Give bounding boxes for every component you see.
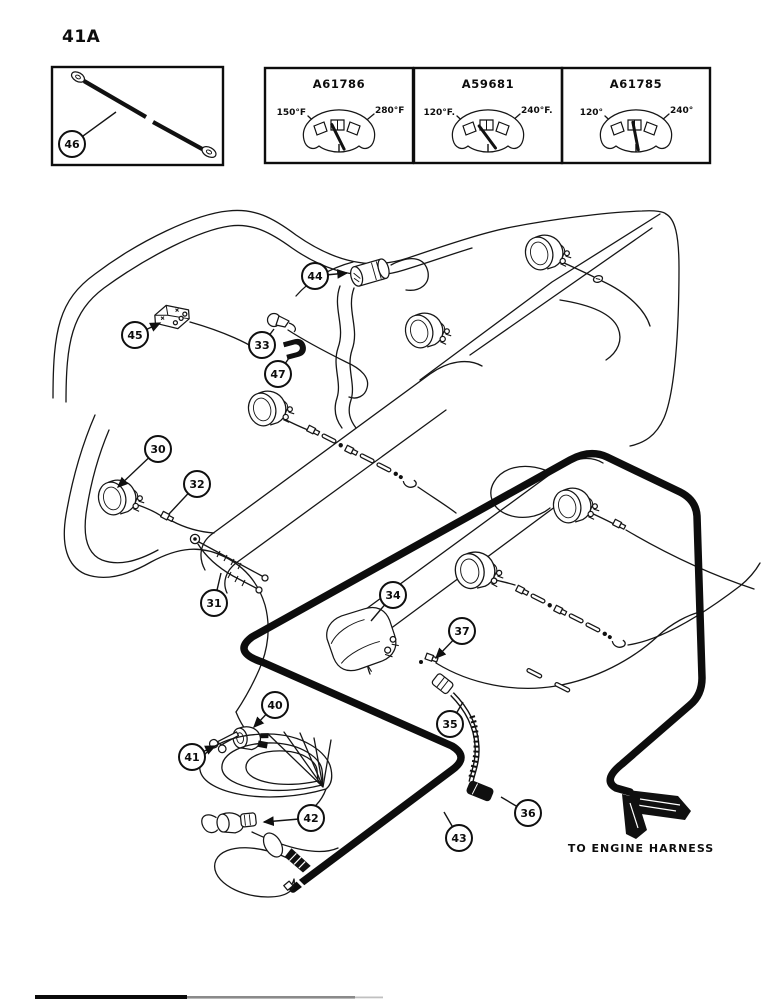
callout-44: 44 [301,262,349,290]
wire-loop-cluster [199,731,339,898]
clip-47 [282,338,306,360]
gauge-box-a61785: A61785 120° 240° [560,66,712,165]
callout-circle-33 [248,331,276,359]
callout-circle-34 [379,581,407,609]
cable-35 [431,673,494,802]
gauge-box-a59681: A59681 120°F. 240°F. [412,66,564,165]
bullet-terminal [612,518,627,531]
lamp-44 [350,258,390,287]
callout-circle-47 [264,360,292,388]
callout-circle-45 [121,321,149,349]
page-code: 41A [62,27,101,47]
gauge-right-label: 240° [670,106,693,116]
callout-number-34: 34 [385,589,401,602]
wire-paths [52,209,761,734]
callout-layer: 46 44 45 33 47 30 32 31 34 37 35 36 40 41 42 43 [58,111,542,852]
regulator-45 [154,304,190,330]
callout-number-42: 42 [303,812,318,825]
callout-number-46: 46 [64,138,80,151]
engine-harness-label: TO ENGINE HARNESS [568,842,714,855]
main-harness-43 [240,449,706,893]
gauge-34 [326,606,399,673]
callout-31: 31 [200,572,228,617]
callout-32: 32 [168,470,211,515]
gauge-left-label: 150°F [277,108,306,118]
gauge-left-label: 120° [580,108,603,118]
cable-46-art [70,71,217,159]
callout-circle-35 [436,710,464,738]
callout-number-35: 35 [442,718,457,731]
sleeve-pair [526,667,571,693]
connector-32 [159,510,175,523]
callout-circle-37 [448,617,476,645]
callout-circle-41 [178,743,206,771]
striped-connector [284,848,311,873]
engine-harness-connector-small [622,794,647,839]
switch-42 [201,812,257,834]
bulb-33 [266,312,296,333]
callout-circle-30 [144,435,172,463]
callout-circle-42 [297,804,325,832]
page-bottom-edge [35,995,383,999]
callout-number-41: 41 [184,751,199,764]
callout-36: 36 [500,796,542,827]
callout-circle-44 [301,262,329,290]
gauge-part-number: A59681 [462,77,515,91]
callout-30: 30 [116,435,172,488]
callout-47: 47 [264,357,292,388]
callout-number-31: 31 [206,597,221,610]
callout-33: 33 [248,328,276,359]
cable-part-box [50,65,225,167]
callout-number-30: 30 [150,443,166,456]
callout-number-45: 45 [127,329,142,342]
callout-circle-31 [200,589,228,617]
callout-45: 45 [121,321,162,349]
callout-circle-40 [261,691,289,719]
callout-40: 40 [253,691,289,729]
gauge-box-a61786: A61786 150°F 280°F [263,66,415,165]
callout-37: 37 [435,617,476,660]
engine-harness-connector-large [628,790,691,820]
gauge-mid-left [244,385,297,432]
callout-number-44: 44 [307,270,323,283]
terminal-trail-top [305,425,418,489]
callout-circle-43 [445,824,473,852]
gauge-30 [94,474,147,521]
callout-number-32: 32 [189,478,204,491]
gauge-right-label: 280°F [375,106,404,116]
wire-end-cap [283,880,294,891]
gauge-loop-center [451,547,506,595]
jumper-31 [189,533,269,594]
connector-36 [466,780,494,802]
callout-circle-46 [58,130,86,158]
callout-number-36: 36 [520,807,536,820]
callout-34: 34 [370,581,407,622]
gauge-top-right [521,229,574,276]
callout-42: 42 [262,804,325,832]
screw-terminal [592,275,604,283]
gauge-part-number: A61785 [610,77,663,91]
callout-number-37: 37 [454,625,469,638]
terminal-trail-mid [514,585,627,649]
gauge-part-number: A61786 [313,77,366,91]
callout-46: 46 [58,111,117,158]
terminal-dot [419,660,423,664]
callout-number-33: 33 [254,339,269,352]
gauge-upper-center [401,307,454,354]
gauge-left-label: 120°F. [423,108,455,118]
callout-circle-36 [514,799,542,827]
callout-number-47: 47 [270,368,285,381]
gauge-right-label: 240°F. [521,106,553,116]
callout-number-40: 40 [267,699,283,712]
callout-35: 35 [436,701,464,738]
callout-number-43: 43 [451,832,466,845]
callout-circle-32 [183,470,211,498]
callout-43: 43 [443,811,473,852]
callout-41: 41 [178,743,217,771]
gauge-loop-right [549,482,602,529]
